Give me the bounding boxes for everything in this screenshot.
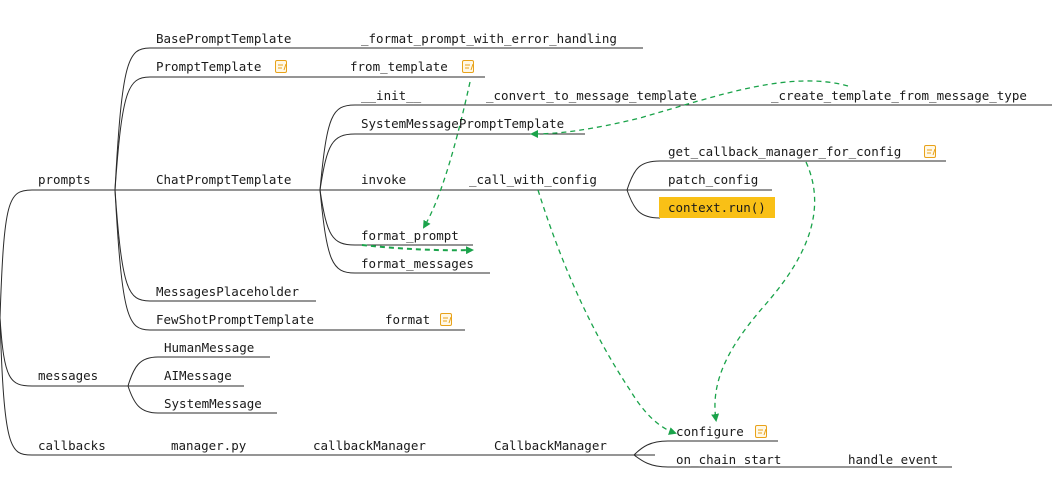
node-convert-to-message-template[interactable]: _convert_to_message_template	[486, 88, 697, 103]
node-base-prompt-template[interactable]: BasePromptTemplate	[156, 31, 292, 46]
arrow-get-callback-manager-to-configure	[711, 161, 816, 422]
node-format-prompt-with-error-handling[interactable]: _format_prompt_with_error_handling	[361, 31, 617, 46]
edge-format-messages	[319, 189, 356, 274]
edge-system-message	[127, 385, 159, 414]
edge-format-prompt	[319, 189, 356, 246]
note-icon[interactable]	[275, 60, 287, 73]
node-format-messages[interactable]: format_messages	[361, 256, 474, 271]
node-init[interactable]: __init__	[361, 88, 422, 103]
edge-on-chain-start	[633, 454, 669, 468]
arrow-create-template-to-system-message	[530, 80, 849, 138]
edge-get-callback-manager	[626, 160, 661, 191]
node-callback-manager-lower[interactable]: callbackManager	[313, 438, 426, 453]
node-on-chain-start[interactable]: on_chain_start	[676, 452, 782, 467]
note-icon[interactable]	[755, 425, 767, 438]
node-from-template[interactable]: from_template	[350, 59, 448, 74]
node-patch-config[interactable]: patch_config	[668, 172, 759, 187]
node-human-message[interactable]: HumanMessage	[164, 340, 255, 355]
tree-edges	[0, 47, 1052, 468]
edge-human-message	[127, 356, 159, 387]
node-messages[interactable]: messages	[38, 368, 99, 383]
node-format-prompt[interactable]: format_prompt	[361, 228, 459, 243]
edge-system-message-prompt-template	[319, 133, 356, 191]
node-invoke[interactable]: invoke	[361, 172, 407, 187]
node-system-message-prompt-template[interactable]: SystemMessagePromptTemplate	[361, 116, 565, 131]
edge-root-prompts	[0, 189, 33, 319]
node-call-with-config[interactable]: _call_with_config	[469, 172, 597, 187]
arrow-from-template-to-format-prompt	[422, 81, 471, 229]
node-create-template-from-message-type[interactable]: _create_template_from_message_type	[771, 88, 1027, 103]
edge-messages-placeholder	[114, 189, 151, 302]
node-system-message[interactable]: SystemMessage	[164, 396, 262, 411]
edge-base-prompt-template	[114, 47, 151, 191]
dependency-arrows	[361, 80, 849, 435]
node-get-callback-manager-for-config[interactable]: get_callback_manager_for_config	[668, 144, 902, 159]
node-messages-placeholder[interactable]: MessagesPlaceholder	[156, 284, 299, 299]
edge-init	[319, 104, 356, 191]
note-icon[interactable]	[924, 145, 936, 158]
edge-prompt-template	[114, 76, 151, 191]
node-ai-message[interactable]: AIMessage	[164, 368, 232, 383]
edge-context-run	[626, 189, 661, 219]
arrow-format-prompt-to-format-messages	[361, 244, 474, 255]
node-chat-prompt-template[interactable]: ChatPromptTemplate	[156, 172, 292, 187]
note-icon[interactable]	[462, 60, 474, 73]
node-format[interactable]: format	[385, 312, 431, 327]
node-few-shot-prompt-template[interactable]: FewShotPromptTemplate	[156, 312, 315, 327]
node-prompts[interactable]: prompts	[38, 172, 91, 187]
node-callback-manager[interactable]: CallbackManager	[494, 438, 607, 453]
note-icon[interactable]	[440, 313, 452, 326]
node-manager-py[interactable]: manager.py	[171, 438, 247, 453]
node-prompt-template[interactable]: PromptTemplate	[156, 59, 262, 74]
node-context-run[interactable]: context.run()	[659, 197, 775, 218]
node-configure[interactable]: configure	[676, 424, 744, 439]
node-callbacks[interactable]: callbacks	[38, 438, 106, 453]
edge-root-callbacks	[0, 317, 33, 456]
edge-root-messages	[0, 317, 33, 387]
node-handle-event[interactable]: handle_event	[848, 452, 939, 467]
edge-configure	[633, 440, 669, 456]
edge-few-shot-prompt-template	[114, 189, 151, 331]
arrow-call-with-config-to-configure	[537, 189, 677, 435]
